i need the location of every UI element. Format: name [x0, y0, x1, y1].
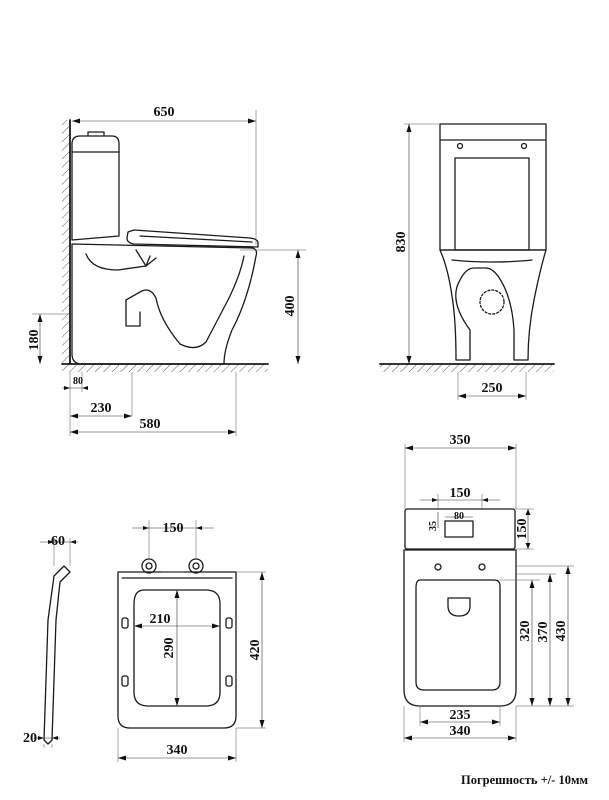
outlet-circle: [479, 289, 505, 315]
dim-230-label: 230: [91, 401, 112, 416]
plan-button: [444, 520, 474, 538]
dim-350-label: 350: [450, 433, 471, 448]
seat-line: [139, 235, 253, 243]
bowl-trap-inner: [85, 253, 245, 349]
dim-370-label: 370: [536, 622, 551, 643]
bumper-bl: [121, 675, 129, 687]
dim-420-label: 420: [248, 640, 263, 661]
bumper-tr: [225, 617, 233, 629]
hinge-right-center: [192, 562, 200, 570]
pedestal-front: [439, 249, 547, 361]
seat-outer-outline: [117, 571, 237, 729]
dim-340-seat-label: 340: [167, 743, 188, 758]
dim-20-label: 20: [23, 731, 37, 746]
flush-rim: [135, 249, 157, 267]
plan-view: 350 150 80 35 150 320 370: [403, 433, 574, 742]
hinge-right: [188, 558, 204, 574]
dim-320-label: 320: [518, 621, 533, 642]
tank-body-front: [439, 139, 547, 251]
plan-bowl-outer: [403, 549, 517, 707]
seat-profile-view: 60 20: [23, 534, 78, 748]
seat-lid-side: [126, 229, 259, 248]
seat-inner-opening: [133, 589, 221, 707]
floor-hatch-side: [62, 364, 268, 372]
side-view: 650 400 180 80 230 580: [27, 105, 306, 436]
seat-top-view: 150 210 290 420 340: [117, 520, 266, 762]
dim-235-label: 235: [450, 708, 471, 723]
floor-hatch-front: [380, 364, 554, 372]
cistern-side: [71, 135, 120, 241]
tank-hole-right: [520, 142, 528, 150]
pedestal-inner: [451, 259, 533, 263]
dim-80-plan-label: 80: [454, 511, 464, 522]
dim-180-label: 180: [27, 330, 42, 351]
outlet-pipe: [125, 299, 141, 327]
plan-drain: [447, 597, 471, 617]
cistern-button: [87, 131, 105, 137]
bumper-tl: [121, 617, 129, 629]
plan-hole-right: [478, 563, 486, 571]
dim-580-label: 580: [140, 417, 161, 432]
dim-400-label: 400: [283, 296, 298, 317]
dim-210-label: 210: [150, 612, 171, 627]
seat-profile: [43, 565, 71, 745]
dim-60-label: 60: [51, 534, 65, 549]
dim-150-plan-label: 150: [450, 486, 471, 501]
dim-650-label: 650: [154, 105, 175, 120]
dim-150-depth-label: 150: [515, 519, 530, 540]
dim-290-label: 290: [162, 638, 177, 659]
dim-830-label: 830: [394, 232, 409, 253]
front-view: 830 250: [379, 123, 555, 400]
hinge-left: [141, 558, 157, 574]
tank-front: [439, 123, 547, 141]
bumper-br: [225, 675, 233, 687]
bowl-body-side: [71, 243, 258, 365]
tank-inner-panel: [454, 157, 530, 251]
dim-80-side-label: 80: [73, 376, 83, 387]
dim-430-label: 430: [554, 621, 569, 642]
dim-35-label: 35: [428, 521, 439, 531]
plan-bowl-inner: [415, 579, 501, 691]
hinge-left-center: [145, 562, 153, 570]
dim-340-plan-label: 340: [450, 724, 471, 739]
dim-150-seat-label: 150: [163, 521, 184, 536]
plan-tank: [404, 508, 516, 550]
dim-250-label: 250: [482, 381, 503, 396]
tank-hole-left: [456, 142, 464, 150]
plan-hole-left: [434, 563, 442, 571]
wall-hatch: [62, 120, 70, 364]
tolerance-note: Погрешность +/- 10мм: [461, 773, 588, 787]
